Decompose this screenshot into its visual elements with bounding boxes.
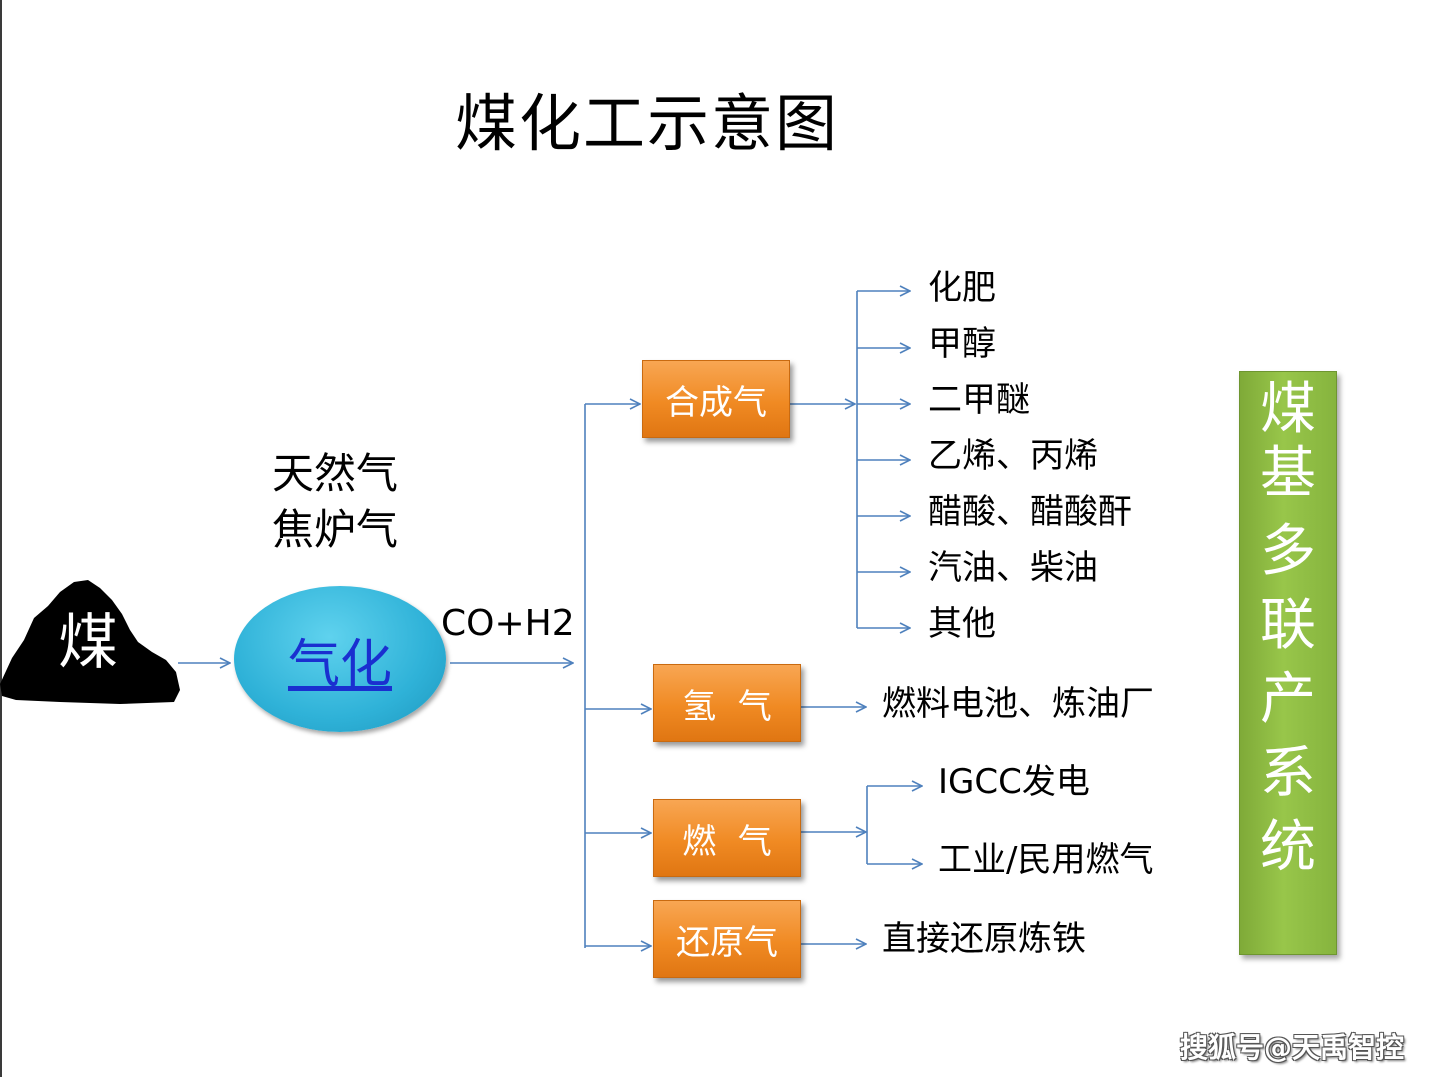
product-methanol: 甲醇: [928, 324, 996, 364]
product-dme: 二甲醚: [928, 380, 1030, 420]
bar-char-7: 统: [1260, 815, 1316, 880]
coal-rock-shape: [0, 580, 180, 704]
hydrogen-product: 燃料电池、炼油厂: [882, 684, 1154, 724]
bar-char-2: 基: [1260, 441, 1316, 506]
product-fuels: 汽油、柴油: [928, 548, 1098, 588]
product-fertilizer: 化肥: [928, 268, 996, 308]
fuel-product-industrial: 工业/民用燃气: [938, 840, 1154, 880]
diagram-title: 煤化工示意图: [455, 87, 840, 160]
bar-char-4: 联: [1260, 593, 1316, 658]
coal-label: 煤: [58, 608, 118, 678]
gasification-node[interactable]: 气化: [234, 586, 446, 732]
fuel-product-igcc: IGCC发电: [938, 762, 1090, 802]
bar-char-1: 煤: [1260, 377, 1316, 442]
polygeneration-bar: 煤 基 多 联 产 系 统: [1239, 371, 1337, 955]
product-olefins: 乙烯、丙烯: [928, 436, 1098, 476]
syngas-formula-label: CO+H2: [441, 603, 575, 644]
reducing-gas-box: 还原气: [653, 900, 801, 978]
hydrogen-box: 氢 气: [653, 664, 801, 742]
bar-char-6: 系: [1260, 741, 1316, 806]
reducing-gas-product: 直接还原炼铁: [882, 919, 1086, 959]
syngas-box: 合成气: [642, 360, 790, 438]
bar-char-3: 多: [1260, 519, 1316, 584]
input-gas-coke-oven: 焦炉气: [272, 505, 399, 554]
watermark: 搜狐号@天禹智控: [1180, 1031, 1405, 1064]
product-acetic: 醋酸、醋酸酐: [928, 492, 1132, 532]
fuel-gas-box: 燃 气: [653, 799, 801, 877]
input-gas-natural: 天然气: [272, 449, 399, 498]
bar-char-5: 产: [1260, 667, 1316, 732]
gasification-link[interactable]: 气化: [287, 634, 392, 695]
left-border-line: [0, 0, 2, 1077]
product-other: 其他: [928, 604, 996, 644]
